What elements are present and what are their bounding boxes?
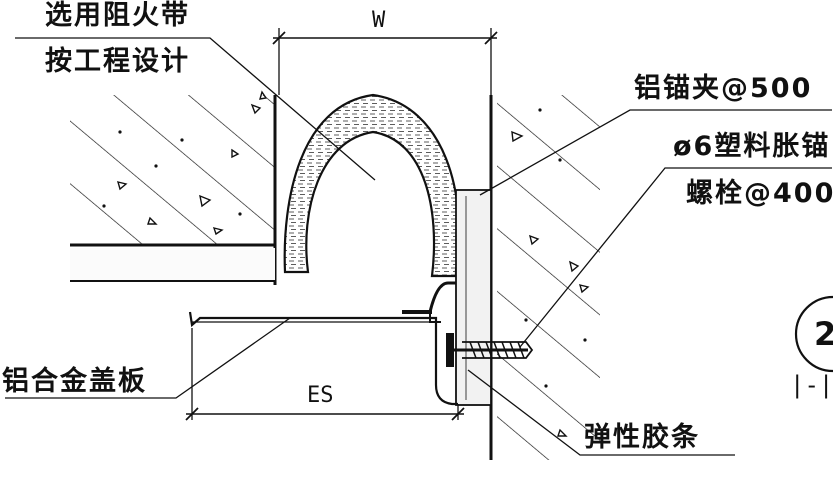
- w-dimension: [272, 28, 498, 95]
- left-concrete-slab: [70, 90, 277, 285]
- fire-strip-label-line1: 选用阻火带: [45, 0, 190, 31]
- es-dimension-label: ES: [307, 383, 334, 408]
- rubber-strip-label: 弹性胶条: [584, 422, 700, 453]
- es-dimension: [185, 328, 465, 421]
- anchor-bolt: [446, 333, 534, 367]
- anchor-bolt-label-line2: 螺栓@400: [686, 178, 833, 209]
- fire-barrier-strip: [283, 93, 461, 278]
- section-mark-label: |-|: [790, 371, 833, 399]
- detail-number-label: 2: [814, 315, 833, 353]
- clip-hook: [402, 281, 456, 323]
- cover-plate: [188, 311, 458, 406]
- detail-circle: [794, 295, 833, 373]
- anchor-bolt-label-line1: ø6塑料胀锚: [673, 131, 831, 162]
- cover-plate-label: 铝合金盖板: [2, 366, 147, 397]
- right-concrete-wall: [489, 95, 600, 460]
- leader-lines: [5, 37, 832, 456]
- anchor-plate: [455, 189, 492, 406]
- anchor-clip-label: 铝锚夹@500: [634, 73, 813, 104]
- width-dimension-label: W: [372, 8, 386, 33]
- fire-strip-label-line2: 按工程设计: [45, 46, 190, 77]
